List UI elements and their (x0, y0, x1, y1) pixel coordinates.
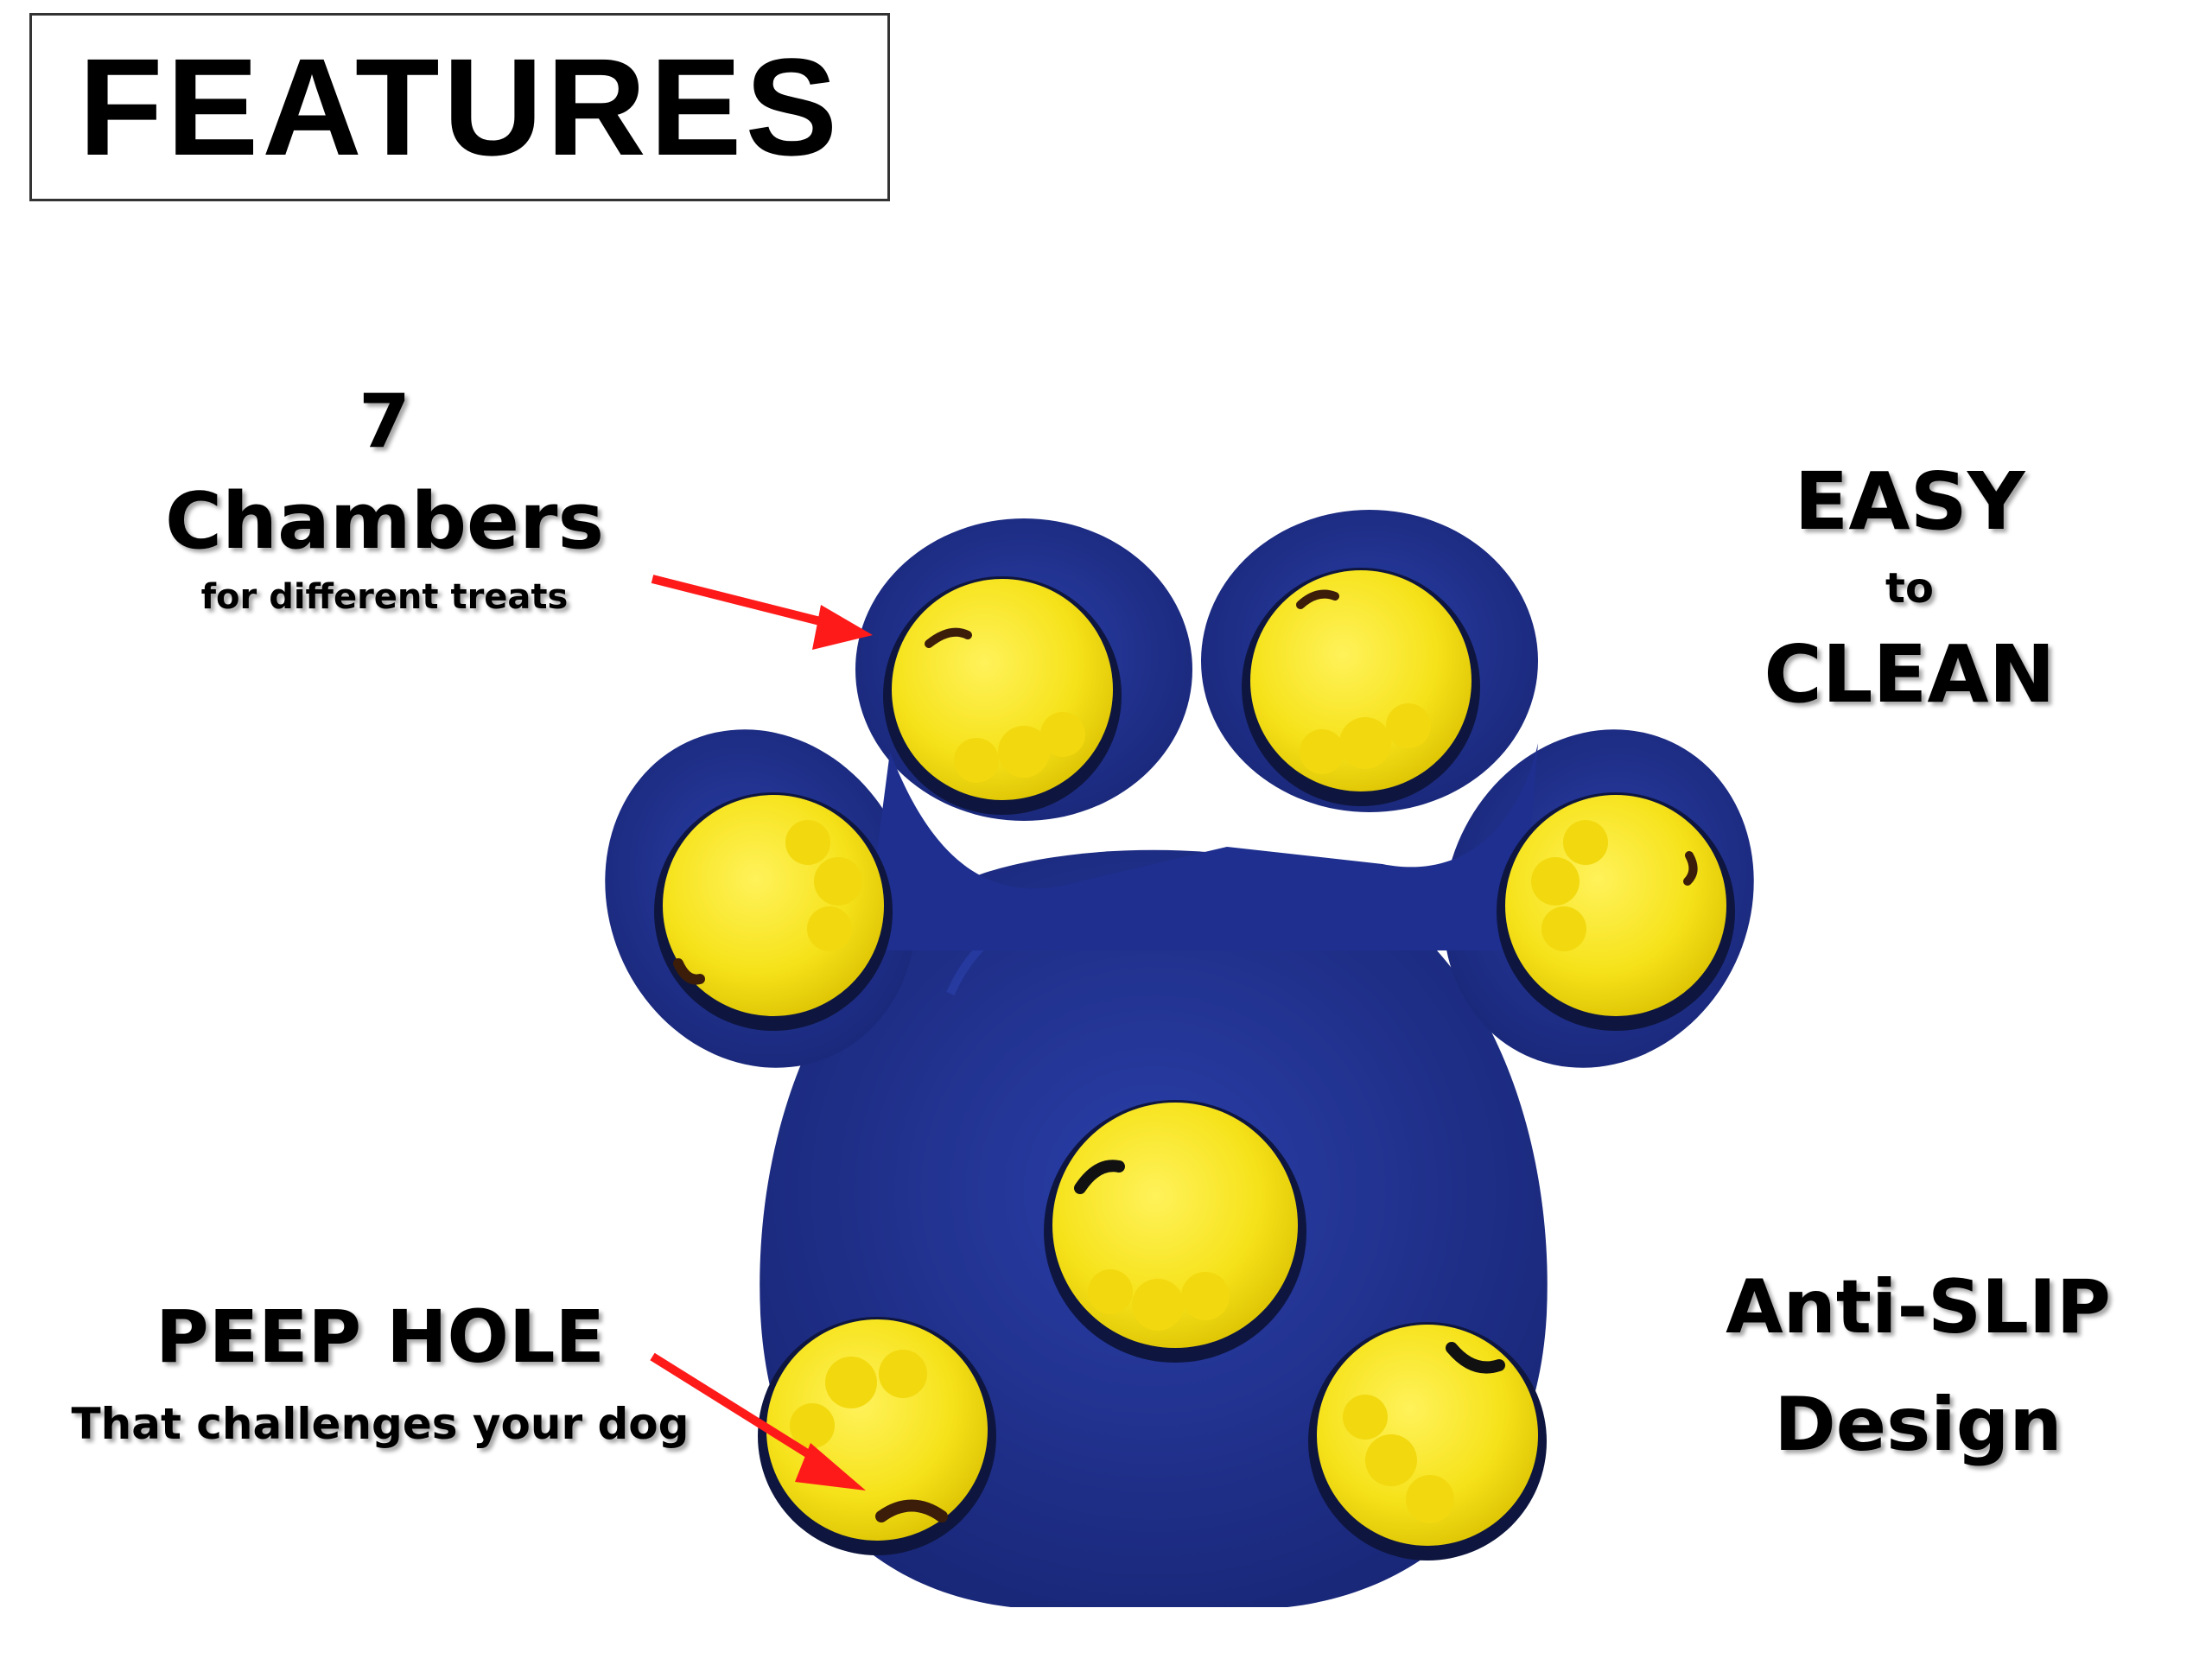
chamber (1044, 1100, 1306, 1363)
easy-text: EASY (1794, 455, 2025, 548)
chambers-sub: for different treats (200, 577, 569, 617)
features-title: FEATURES (78, 29, 842, 184)
clean-text: CLEAN (1764, 628, 2056, 721)
design-text: Design (1774, 1382, 2063, 1468)
peep-hole-callout: PEEP HOLE That challenges your dog (35, 1300, 726, 1446)
chamber (758, 1317, 996, 1555)
arrow-to-chamber (651, 575, 873, 650)
anti-slip-callout: Anti-SLIP Design (1685, 1270, 2152, 1462)
chambers-callout: 7 Chambers for different treats (134, 385, 635, 614)
chamber (1242, 568, 1480, 806)
arrow-to-peep-hole (650, 1352, 866, 1491)
chamber (1308, 1322, 1547, 1560)
features-title-box: FEATURES (29, 13, 890, 201)
chambers-count: 7 (359, 378, 410, 465)
peep-hole-label: PEEP HOLE (156, 1294, 605, 1379)
easy-clean-callout: EASY to CLEAN (1711, 462, 2108, 715)
to-text: to (1885, 564, 1934, 613)
peep-hole-sub: That challenges your dog (71, 1399, 690, 1449)
chamber (654, 792, 893, 1031)
chamber (1497, 792, 1735, 1031)
chambers-label: Chambers (164, 476, 605, 567)
chamber (883, 576, 1122, 815)
anti-slip-text: Anti-SLIP (1726, 1264, 2111, 1351)
